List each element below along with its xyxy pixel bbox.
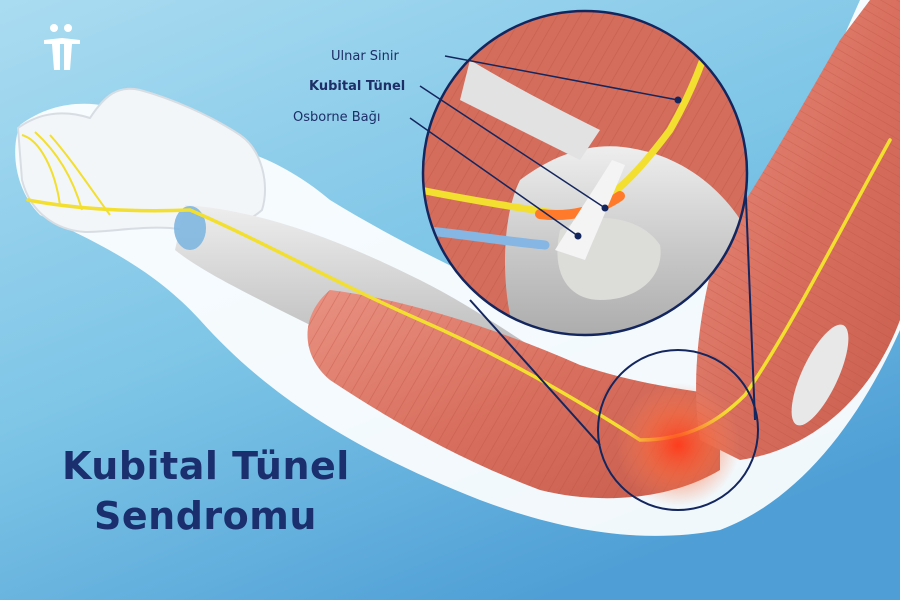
- page-title: Kubital Tünel Sendromu: [62, 441, 350, 541]
- title-line-2: Sendromu: [94, 494, 317, 538]
- label-osborne-ligament: Osborne Bağı: [293, 110, 381, 125]
- label-cubital-tunnel: Kubital Tünel: [309, 79, 406, 94]
- brand-logo-icon: [44, 24, 80, 70]
- title-line-1: Kubital Tünel: [62, 444, 350, 488]
- label-ulnar-nerve: Ulnar Sinir: [331, 49, 399, 64]
